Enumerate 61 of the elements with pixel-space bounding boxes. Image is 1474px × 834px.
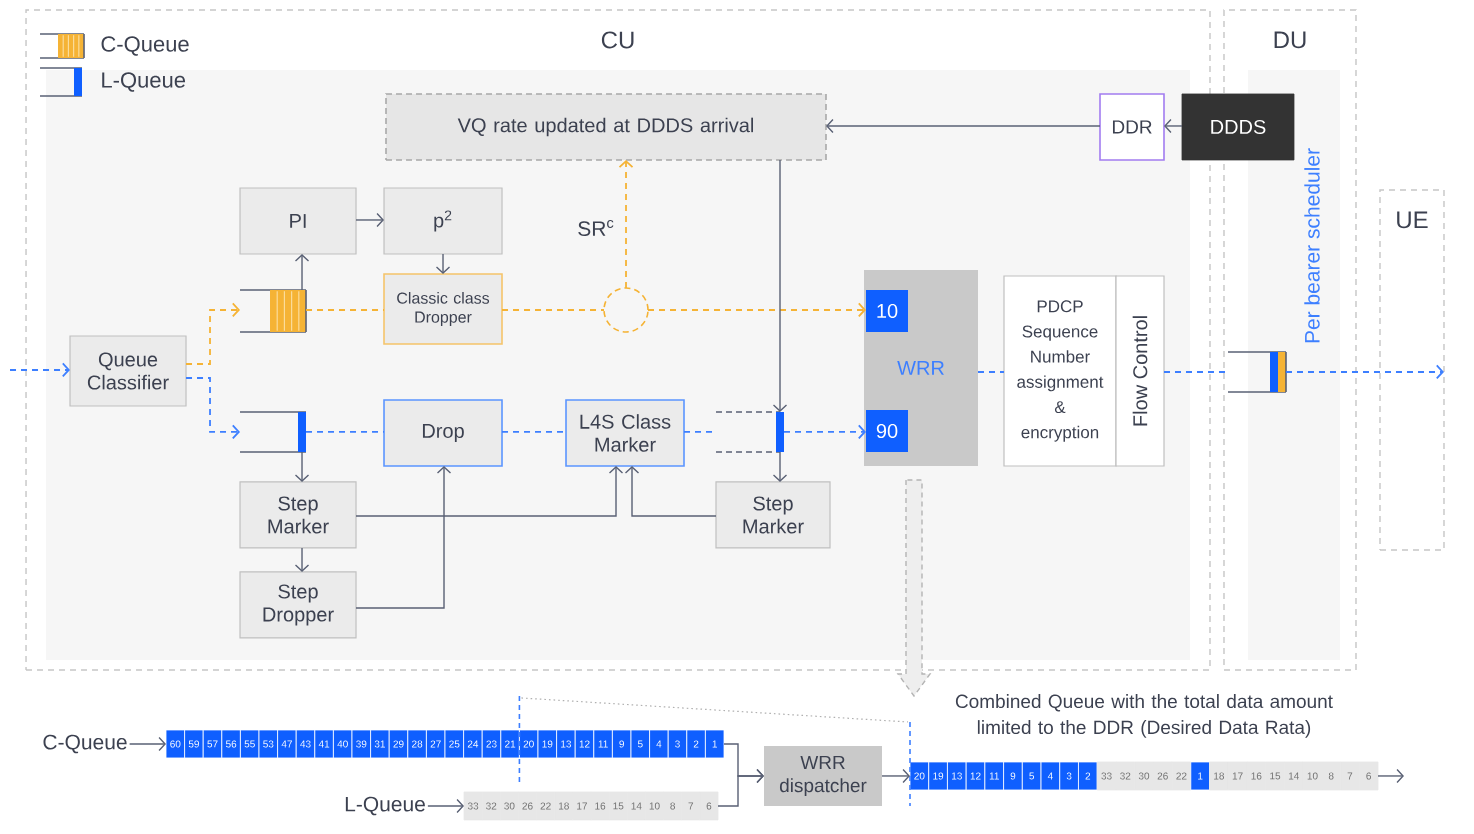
dashed-frame: UE [1379,189,1445,551]
arrow [294,547,310,572]
dashed-line [1163,371,1229,373]
queue-icon [715,411,784,453]
edge-label: SR$^{c}$ [578,219,614,237]
weight-box: 10 [866,290,908,332]
queue-icon [1227,351,1287,393]
weight-box: 90 [866,410,908,452]
arrow [772,159,788,412]
process-box: DDR [1099,93,1165,161]
process-box: p$^{2}$ [383,187,503,255]
process-box: Drop [383,399,503,467]
dashed-arrow [618,160,634,289]
process-box: PI [239,187,357,255]
process-box: Step Marker [715,481,831,549]
process-box: Queue Classifier [69,335,187,407]
dashed-arrow [9,362,70,378]
arrow [881,768,910,784]
queue-icon [239,289,307,333]
arrow [427,798,464,814]
dashed-line [501,309,605,311]
dashed-circle [603,287,649,333]
process-box: Step Marker [239,481,357,549]
broad-arrow [896,479,932,698]
vertical-label: Per bearer scheduler [1304,148,1320,343]
dashed-line [683,431,717,433]
dashed-line [501,431,567,433]
dashed-arrow [185,302,240,365]
arrow [435,253,451,274]
arrow [355,465,624,517]
process-box: VQ rate updated at DDDS arrival [385,93,827,161]
arrow [826,118,1101,134]
process-box: L4S Class Marker [565,399,685,467]
dashed-arrow [1285,364,1444,380]
dashed-line [305,431,385,433]
dashed-arrow [647,302,866,318]
dashed-line [977,371,1005,373]
text-label: L-Queue [345,796,425,816]
legend-label: C-Queue [101,36,189,56]
text-label: C-Queue [43,734,127,754]
process-box: Flow Control [1115,275,1165,467]
arrow [772,451,788,482]
caption-text: Combined Queue with the total data amount limited to the DDR (Desired Data Rata) [955,694,1333,738]
legend-label: L-Queue [102,72,186,92]
process-box: WRR dispatcher [764,745,882,806]
arrow [294,451,310,482]
process-box: Step Dropper [239,571,357,639]
arrow [128,736,166,752]
process-box: Classic class Dropper [383,273,503,345]
dashed-arrow [185,377,240,440]
arrow [717,768,764,807]
arrow [294,254,310,291]
arrow [355,212,384,228]
arrow [355,465,452,609]
arrow [1377,768,1404,784]
dashed-line [305,309,385,311]
arrow [624,465,717,517]
arrow [1164,118,1183,134]
process-box: DDDS [1181,93,1295,161]
dashed-arrow [783,424,866,440]
queue-icon [239,411,307,453]
